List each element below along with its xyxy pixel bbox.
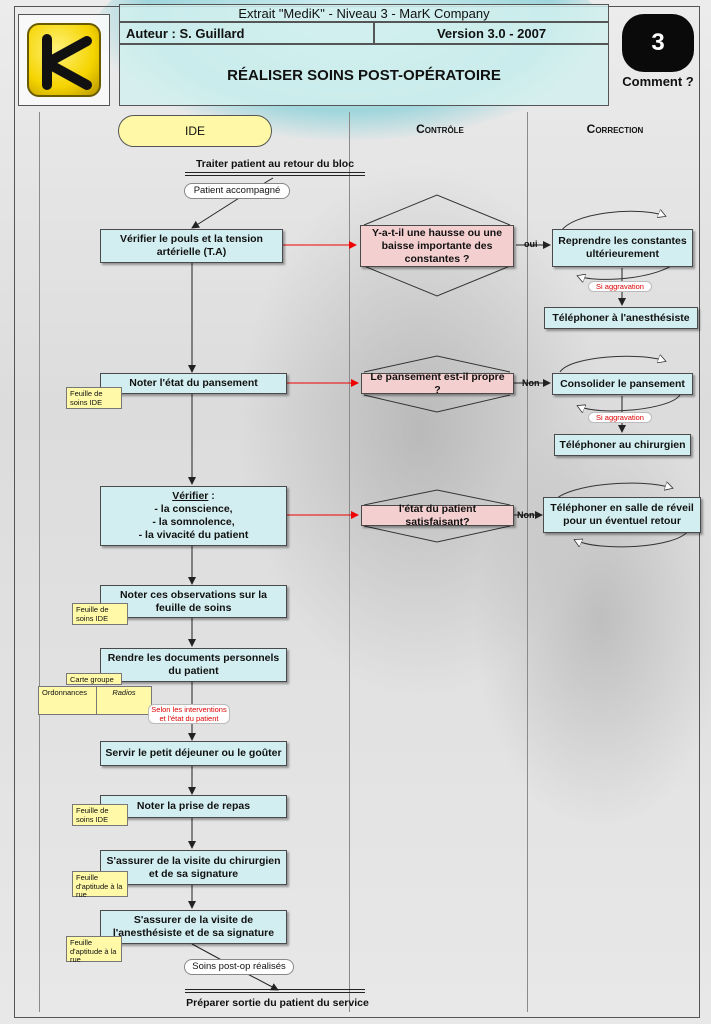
doc-xrays: Radios xyxy=(96,686,152,715)
lane-ide-header: IDE xyxy=(118,115,272,147)
step-note-observations: Noter ces observations sur la feuille de… xyxy=(100,585,287,618)
flow-bar xyxy=(185,989,365,993)
lane-controle-header: Contrôle xyxy=(416,122,464,136)
correction-call-recovery-room: Téléphoner en salle de réveil pour un év… xyxy=(543,497,701,533)
header-title-cell: RÉALISER SOINS POST-OPÉRATOIRE xyxy=(119,44,609,106)
header-author: Auteur : S. Guillard xyxy=(126,26,245,41)
page-title: RÉALISER SOINS POST-OPÉRATOIRE xyxy=(227,67,501,84)
header-extract: Extrait "MediK" - Niveau 3 - MarK Compan… xyxy=(238,6,490,21)
level-badge: 3 xyxy=(622,14,694,72)
doc-prescriptions: Ordonnances xyxy=(38,686,106,715)
comment-label: Comment ? xyxy=(622,74,694,89)
doc-fitness-sheet: Feuille d'aptitude à la rue xyxy=(72,871,128,899)
step-anesthetist-visit: S'assurer de la visite de l'anesthésiste… xyxy=(100,910,287,944)
lane-correction-header: Correction xyxy=(586,122,644,136)
medik-logo xyxy=(27,23,101,97)
header-extract-cell: Extrait "MediK" - Niveau 3 - MarK Compan… xyxy=(119,4,609,22)
tag-depending-interventions: Selon les interventions et l'état du pat… xyxy=(148,704,230,724)
step-check-line: - la vivacité du patient xyxy=(138,529,249,541)
correction-consolidate-dressing: Consolider le pansement xyxy=(552,373,693,395)
decision-constants: Y-a-t-il une hausse ou une baisse import… xyxy=(360,225,514,267)
flow-end: Préparer sortie du patient du service xyxy=(186,997,369,1009)
doc-blood-card: Carte groupe xyxy=(66,673,122,685)
correction-call-anesthetist: Téléphoner à l'anesthésiste xyxy=(544,307,698,329)
doc-care-sheet: Feuille de soins IDE xyxy=(66,387,122,409)
step-check-line: - la conscience, xyxy=(154,503,233,515)
answer-no: Non xyxy=(522,378,540,388)
doc-care-sheet: Feuille de soins IDE xyxy=(72,603,128,625)
step-note-dressing: Noter l'état du pansement xyxy=(100,373,287,394)
step-check-line: - la somnolence, xyxy=(152,516,235,528)
logo-box xyxy=(18,14,110,106)
step-check-consciousness: Vérifier : - la conscience, - la somnole… xyxy=(100,486,287,546)
tag-if-worse: Si aggravation xyxy=(588,412,652,423)
tag-if-worse: Si aggravation xyxy=(588,281,652,292)
correction-call-surgeon: Téléphoner au chirurgien xyxy=(554,434,691,456)
flow-bar xyxy=(185,172,365,176)
answer-no: Non xyxy=(517,510,535,520)
step-note-meal: Noter la prise de repas xyxy=(100,795,287,818)
step-surgeon-visit: S'assurer de la visite du chirurgien et … xyxy=(100,850,287,885)
lane-divider xyxy=(527,112,528,1012)
decision-dressing-clean: Le pansement est-il propre ? xyxy=(361,371,514,396)
correction-retake-constants: Reprendre les constantes ultérieurement xyxy=(552,229,693,267)
step-check-title: Vérifier xyxy=(172,490,209,502)
header-author-cell: Auteur : S. Guillard xyxy=(119,22,374,44)
decision-patient-state: l'état du patient satisfaisant? xyxy=(361,503,514,528)
step-serve-meal: Servir le petit déjeuner ou le goûter xyxy=(100,741,287,766)
lane-divider xyxy=(349,112,350,1012)
lane-divider xyxy=(39,112,40,1012)
header-version: Version 3.0 - 2007 xyxy=(436,26,547,41)
doc-care-sheet: Feuille de soins IDE xyxy=(72,804,128,826)
doc-fitness-sheet: Feuille d'aptitude à la rue xyxy=(66,936,122,964)
header-version-cell: Version 3.0 - 2007 xyxy=(374,22,609,44)
step-check-colon: : xyxy=(208,490,215,502)
flow-start: Traiter patient au retour du bloc xyxy=(195,158,355,170)
step-check-pulse: Vérifier le pouls et la tension artériel… xyxy=(100,229,283,263)
k-letter-icon xyxy=(42,34,92,90)
step-return-documents: Rendre les documents personnels du patie… xyxy=(100,648,287,682)
tag-patient-accompanied: Patient accompagné xyxy=(184,183,290,199)
tag-postop-done: Soins post-op réalisés xyxy=(184,959,294,975)
answer-yes: oui xyxy=(524,239,538,249)
